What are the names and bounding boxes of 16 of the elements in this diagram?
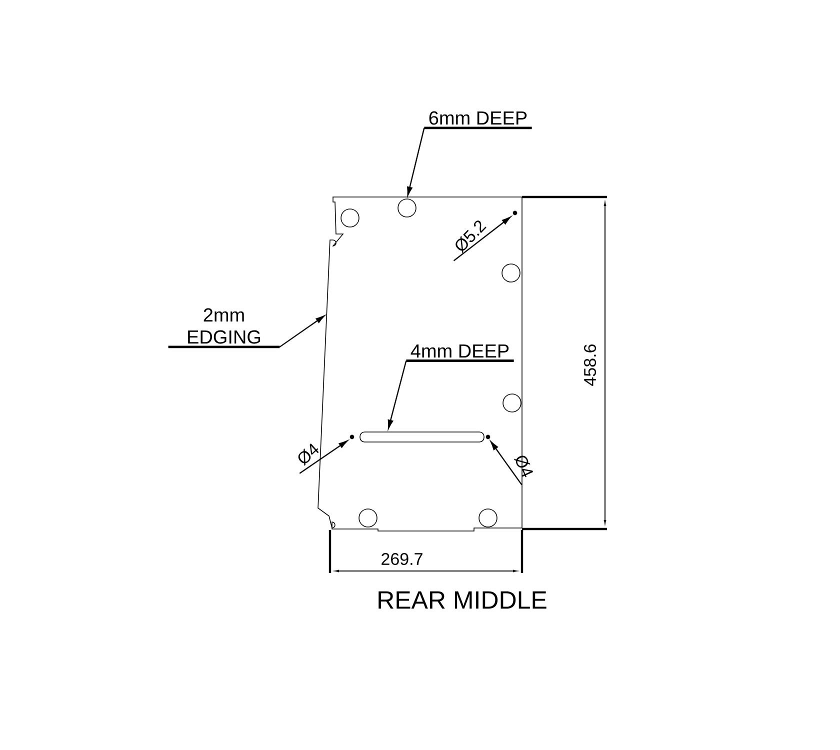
leader-line [299, 440, 348, 474]
leader-line [407, 128, 425, 196]
leader-text: 4mm DEEP [406, 344, 514, 362]
leader-text: 2mm EDGING [168, 308, 280, 348]
diameter-text: Ø4 [298, 444, 319, 466]
dimension-text: 458.6 [584, 344, 596, 386]
hole [398, 198, 416, 218]
leader-line [453, 216, 511, 262]
caption: REAR MIDDLE [378, 591, 546, 609]
diameter-text: Ø4 [514, 456, 534, 478]
leader-text: 6mm DEEP [424, 111, 532, 130]
slot [360, 432, 484, 442]
dimension-text: 269.7 [382, 552, 422, 566]
leader-line [490, 441, 522, 486]
leader-line [279, 315, 325, 348]
leader-line [388, 360, 407, 429]
